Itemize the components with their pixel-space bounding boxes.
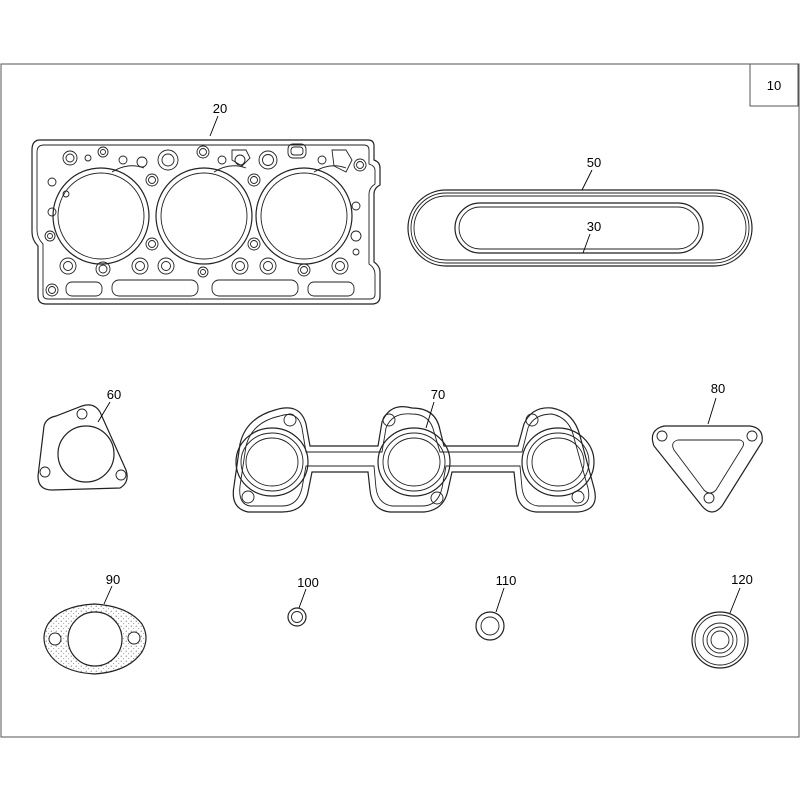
oil-seal[interactable] (691, 611, 749, 669)
leader-20 (209, 115, 219, 137)
outer-oval-gasket[interactable] (407, 189, 753, 267)
callout-20: 20 (213, 101, 227, 116)
leader-60 (97, 401, 111, 423)
callout-80: 80 (711, 381, 725, 396)
triangular-port-gasket[interactable] (651, 425, 763, 513)
leader-90 (103, 585, 113, 605)
manifold-gasket[interactable] (232, 406, 596, 513)
inner-oval-gasket[interactable] (454, 202, 704, 254)
callout-100: 100 (297, 575, 319, 590)
callout-110: 110 (496, 573, 517, 588)
leader-110 (495, 587, 505, 613)
cylinder-head-gasket[interactable] (31, 139, 381, 305)
callout-70: 70 (431, 387, 445, 402)
leader-70 (425, 401, 435, 429)
leader-80 (707, 397, 717, 425)
callout-120: 120 (731, 572, 753, 587)
page-label-box (749, 63, 799, 107)
leader-120 (729, 587, 741, 614)
medium-washer[interactable] (475, 611, 505, 641)
triangle-flange-gasket[interactable] (37, 404, 128, 491)
diagram-frame (0, 63, 800, 738)
leader-100 (298, 588, 307, 609)
leader-50 (581, 169, 593, 191)
exhaust-flange-gasket[interactable] (43, 603, 147, 675)
page-label: 10 (767, 78, 781, 93)
small-o-ring[interactable] (287, 607, 307, 627)
callout-60: 60 (107, 387, 121, 402)
callout-50: 50 (587, 155, 601, 170)
callout-90: 90 (106, 572, 120, 587)
callout-30: 30 (587, 219, 601, 234)
leader-30 (582, 233, 591, 254)
